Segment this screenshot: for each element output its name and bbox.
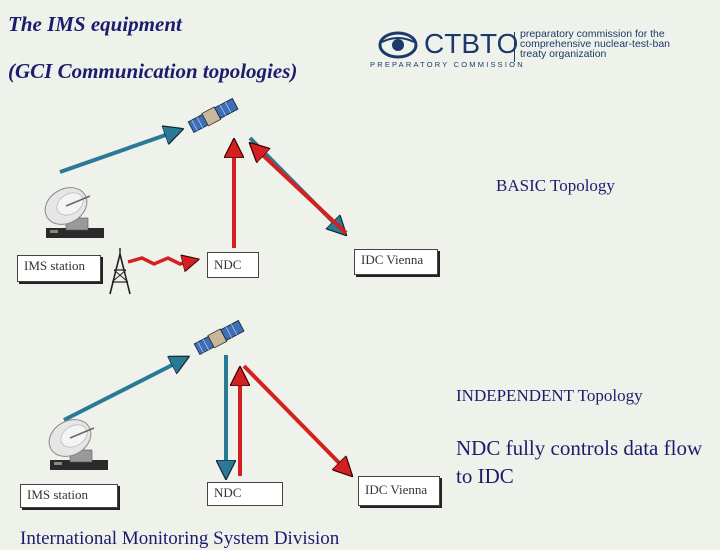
logo-divider bbox=[514, 32, 515, 62]
page-title: The IMS equipment bbox=[8, 12, 182, 36]
uplink-arrow bbox=[59, 130, 180, 174]
independent-ims-station-box: IMS station bbox=[20, 484, 118, 508]
basic-ims-station-box: IMS station bbox=[17, 255, 101, 282]
satellite-dish-icon bbox=[37, 179, 105, 239]
independent-topology-label: INDEPENDENT Topology bbox=[456, 386, 643, 405]
basic-ndc-box: NDC bbox=[207, 252, 259, 278]
footer-text: International Monitoring System Division bbox=[20, 528, 340, 549]
logo-tagline: PREPARATORY COMMISSION bbox=[370, 60, 525, 69]
uplink-arrow bbox=[63, 358, 186, 422]
basic-idc-box: IDC Vienna bbox=[354, 249, 438, 275]
uplink-arrow bbox=[252, 145, 348, 235]
independent-idc-box: IDC Vienna bbox=[358, 476, 440, 506]
radio-tower-icon bbox=[109, 248, 131, 295]
logo-description: preparatory commission for the comprehen… bbox=[520, 28, 670, 60]
independent-topology-note: NDC fully controls data flow to IDC bbox=[456, 436, 703, 488]
radio-link-arrow bbox=[127, 258, 196, 264]
satellite-icon bbox=[187, 97, 239, 134]
satellite-icon bbox=[193, 319, 245, 356]
ctbto-logo: CTBTO preparatory commission for the com… bbox=[370, 28, 688, 74]
ctbto-emblem-icon bbox=[378, 31, 418, 59]
satellite-dish-icon bbox=[41, 411, 109, 471]
independent-ndc-box: NDC bbox=[207, 482, 283, 506]
basic-topology-label: BASIC Topology bbox=[496, 176, 615, 195]
page-subtitle: (GCI Communication topologies) bbox=[8, 59, 298, 83]
logo-name: CTBTO bbox=[424, 28, 519, 59]
downlink-arrow bbox=[242, 364, 350, 474]
